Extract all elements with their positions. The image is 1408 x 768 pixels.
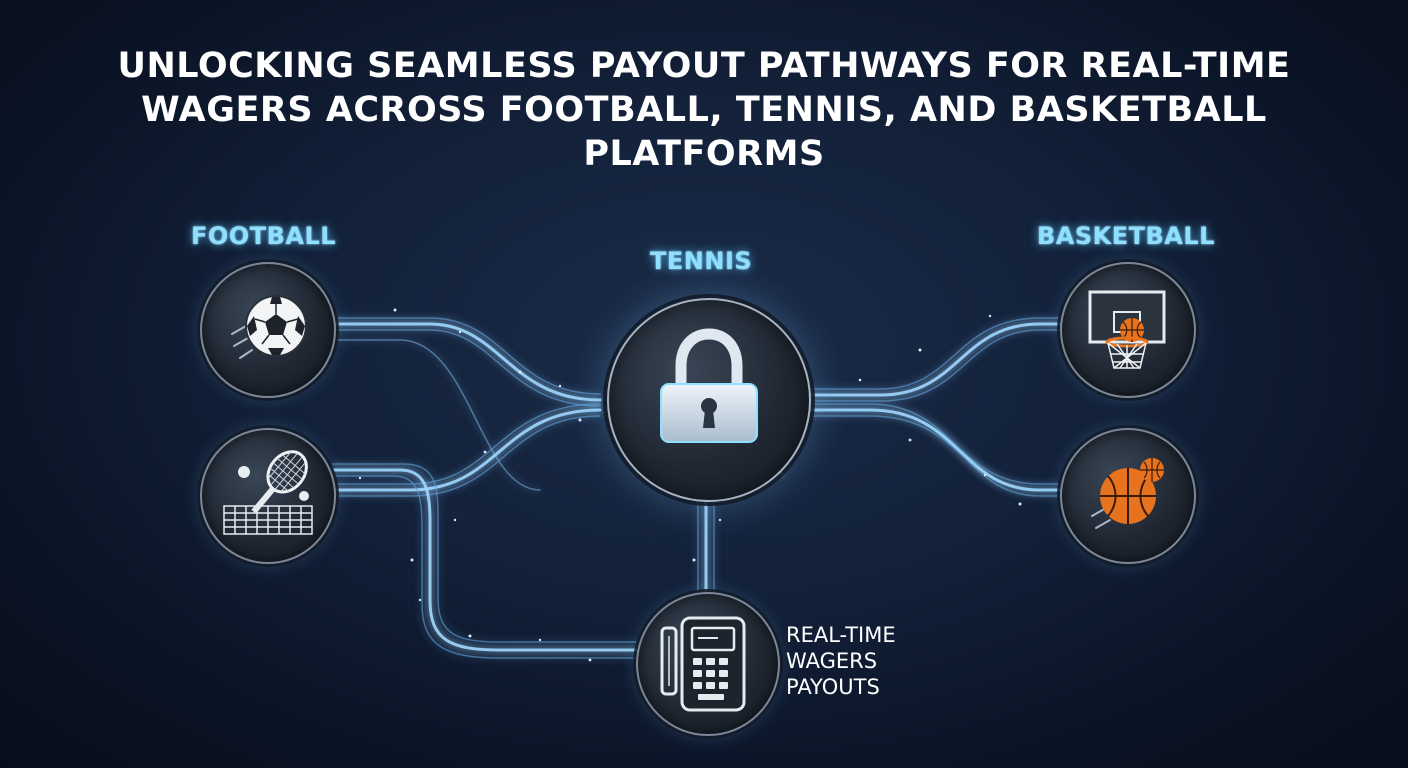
title-line-1: UNLOCKING SEAMLESS PAYOUT PATHWAYS FOR R… [117,46,1291,86]
basketball-hoop-node[interactable] [1060,262,1196,398]
pathway-lines [331,317,1062,659]
page-title: UNLOCKING SEAMLESS PAYOUT PATHWAYS FOR R… [0,44,1408,176]
payout-line-3: PAYOUTS [786,675,880,699]
tennis-hub-node[interactable] [607,298,811,502]
payout-terminal-node[interactable] [636,592,780,736]
basketball-label: BASKETBALL [1037,222,1215,250]
title-line-3: PLATFORMS [583,134,825,174]
path-football-to-hub [331,322,602,402]
football-label: FOOTBALL [191,222,337,250]
tennis-node[interactable] [200,428,336,564]
payout-description: REAL-TIME WAGERS PAYOUTS [786,622,896,700]
basketball-hoop-icon [1088,290,1166,369]
path-hub-to-basketball-ball [806,408,1062,492]
tennis-label: TENNIS [650,247,753,275]
path-tennis-to-hub [331,408,602,492]
path-hub-to-basketball-hoop [806,322,1062,397]
football-node[interactable] [200,262,336,398]
tennis-racket-icon [223,450,313,535]
payout-line-1: REAL-TIME [786,623,896,647]
path-football-to-tennis-cross [332,339,541,491]
path-tennis-to-payout [331,468,638,652]
basketball-ball-node[interactable] [1060,428,1196,564]
sparkle-particles [358,308,1022,662]
padlock-icon [660,328,758,443]
soccer-ball-icon [231,295,307,359]
title-line-2: WAGERS ACROSS FOOTBALL, TENNIS, AND BASK… [141,90,1267,130]
payout-line-2: WAGERS [786,649,878,673]
payment-terminal-icon [660,616,746,712]
basketball-icon [1091,458,1164,529]
